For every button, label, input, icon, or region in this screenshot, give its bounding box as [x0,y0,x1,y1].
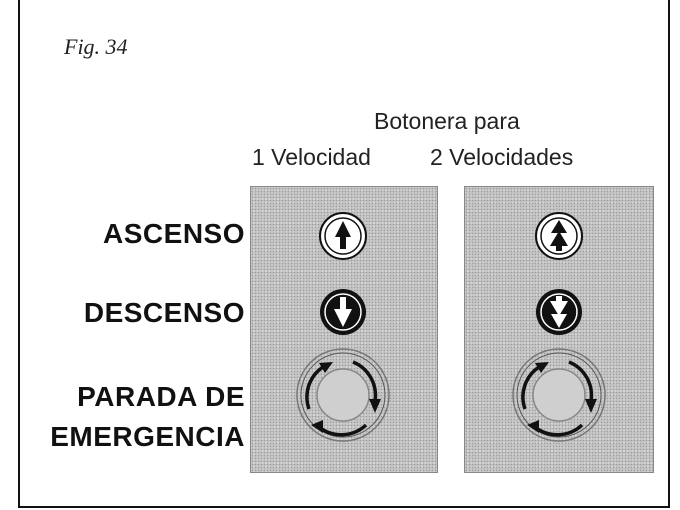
pendant-panel-1-velocidad [250,186,438,473]
emergency-stop-icon[interactable] [296,348,390,442]
descenso-label: DESCENSO [83,297,245,328]
column-2-velocidades-label: 2 Velocidades [430,144,574,170]
single-arrow-up-icon[interactable] [319,212,367,260]
column-1-velocidad-label: 1 Velocidad [252,144,371,170]
panel-heading: Botonera para [374,108,520,134]
pendant-panel-2-velocidades [464,186,654,473]
figure-frame [18,0,670,508]
parada-de-label: PARADA DE [77,381,245,412]
double-arrow-down-icon[interactable] [536,289,582,335]
single-arrow-down-icon[interactable] [320,289,366,335]
figure-label: Fig. 34 [64,34,128,59]
ascenso-label: ASCENSO [103,218,245,249]
emergency-stop-icon[interactable] [512,348,606,442]
double-arrow-up-icon[interactable] [535,212,583,260]
emergencia-label: EMERGENCIA [50,421,245,452]
